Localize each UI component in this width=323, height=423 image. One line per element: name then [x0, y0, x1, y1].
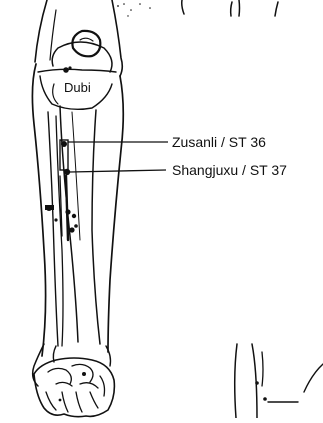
- dubi-point-marker: [63, 67, 69, 73]
- zusanli-label: Zusanli / ST 36: [172, 134, 266, 150]
- shangjuxu-label: Shangjuxu / ST 37: [172, 162, 287, 178]
- ankle-and-foot: [33, 344, 115, 417]
- shangjuxu-point: [64, 169, 70, 175]
- adjacent-figure-bottom: [235, 344, 323, 418]
- zusanli-point: [61, 141, 67, 147]
- fibula: [48, 112, 63, 346]
- patella: [72, 31, 100, 56]
- shangjuxu-leader-line: [70, 170, 166, 172]
- scan-specks: [117, 3, 151, 17]
- adjacent-figure-top: [182, 0, 278, 16]
- leader-lines: [68, 142, 168, 172]
- thigh-outline: [35, 0, 122, 76]
- dubi-label: Dubi: [64, 80, 91, 95]
- knee-joint: [38, 31, 116, 109]
